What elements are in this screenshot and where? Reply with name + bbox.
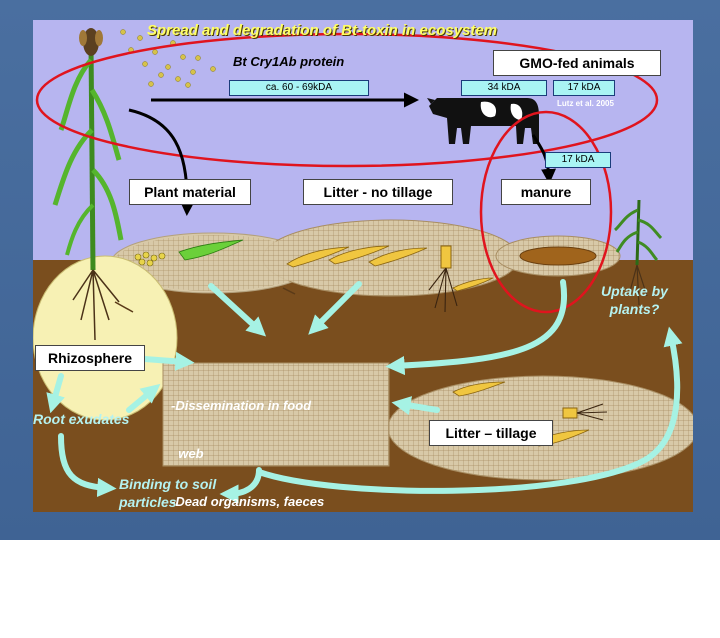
- kda-range-box: ca. 60 - 69kDA: [229, 80, 369, 96]
- central-line-2: web: [171, 446, 329, 462]
- central-line-5: product: [171, 590, 329, 606]
- rhizosphere-box: Rhizosphere: [35, 345, 145, 371]
- uptake-line-2: plants?: [601, 300, 668, 318]
- gmo-fed-animals-box: GMO-fed animals: [493, 50, 661, 76]
- litter-no-tillage-box: Litter - no tillage: [303, 179, 453, 205]
- plant-material-box: Plant material: [129, 179, 251, 205]
- binding-line-2: particles: [119, 493, 216, 511]
- central-line-4: -Leaching free transgene: [171, 542, 329, 558]
- citation: Lutz et al. 2005: [557, 99, 614, 108]
- central-line-1: -Dissemination in food: [171, 398, 329, 414]
- diagram: Spread and degradation of Bt-toxin in ec…: [33, 20, 693, 512]
- slide-background: Spread and degradation of Bt-toxin in ec…: [0, 0, 720, 540]
- binding-label: Binding to soil particles: [119, 475, 216, 511]
- manure-box: manure: [501, 179, 591, 205]
- litter-tillage-box: Litter – tillage: [429, 420, 553, 446]
- kda-17-manure-box: 17 kDA: [545, 152, 611, 168]
- kda-34-box: 34 kDA: [461, 80, 547, 96]
- uptake-by-plants-label: Uptake by plants?: [601, 282, 668, 318]
- diagram-title: Spread and degradation of Bt-toxin in ec…: [147, 22, 497, 39]
- binding-line-1: Binding to soil: [119, 475, 216, 493]
- kda-17-box: 17 kDA: [553, 80, 615, 96]
- manure-lump: [520, 247, 596, 265]
- uptake-line-1: Uptake by: [601, 282, 668, 300]
- root-exudates-label: Root exudates: [33, 411, 129, 427]
- protein-label: Bt Cry1Ab protein: [233, 54, 344, 69]
